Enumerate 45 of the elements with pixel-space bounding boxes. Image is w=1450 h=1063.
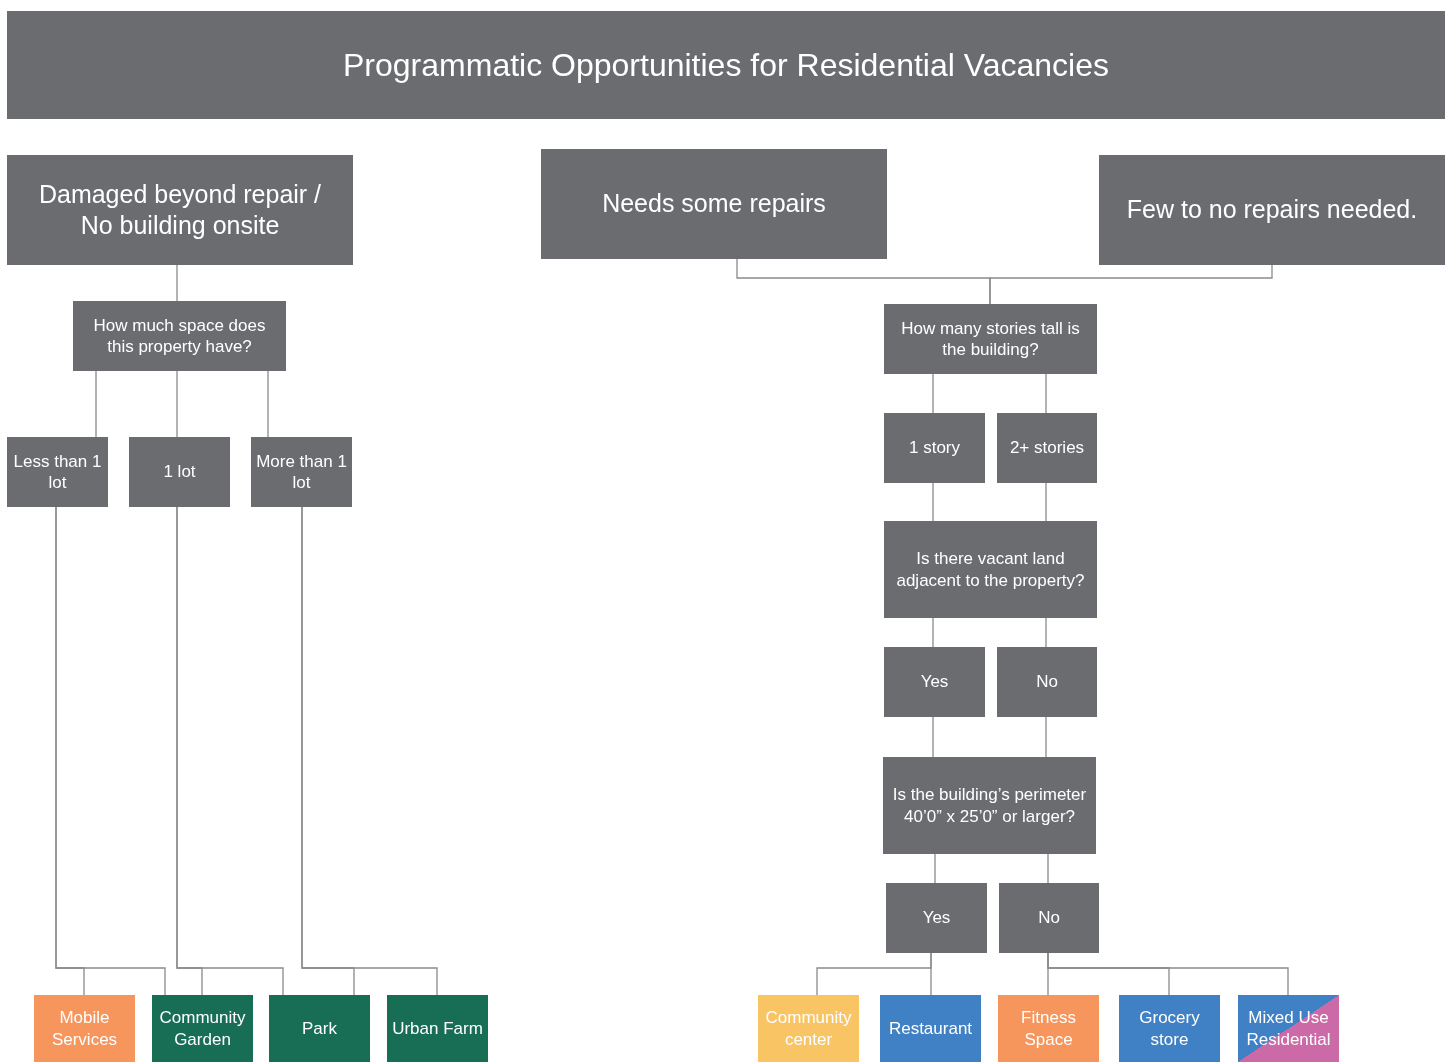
process-box: Yes — [884, 647, 985, 717]
process-box: How many stories tall is the building? — [884, 304, 1097, 374]
process-box: 2+ stories — [997, 413, 1097, 483]
process-box: 1 story — [884, 413, 985, 483]
connector-line — [55, 506, 166, 996]
connector-line — [932, 482, 934, 522]
process-box: Is the building’s perimeter 40’0” x 25’0” or larger? — [883, 757, 1096, 854]
process-box: 1 lot — [129, 437, 230, 507]
outcome-box: Urban Farm — [387, 995, 488, 1062]
process-box: How much space does this property have? — [73, 301, 286, 371]
connector-line — [1045, 716, 1047, 758]
connector-line — [301, 506, 438, 996]
process-box: No — [997, 647, 1097, 717]
connector-line — [1045, 373, 1047, 414]
outcome-box: Community center — [758, 995, 859, 1062]
title-banner: Programmatic Opportunities for Residential Vacancies — [7, 11, 1445, 119]
connector-line — [176, 264, 178, 302]
connector-line — [989, 264, 1273, 305]
connector-line — [1047, 952, 1289, 996]
connector-line — [932, 373, 934, 414]
connector-line — [1045, 482, 1047, 522]
process-box: No — [999, 883, 1099, 953]
process-box: Damaged beyond repair / No building onsite — [7, 155, 353, 265]
connector-line — [932, 617, 934, 648]
connector-line — [267, 370, 269, 438]
connector-line — [176, 506, 284, 996]
connector-line — [930, 952, 932, 996]
process-box: Needs some repairs — [541, 149, 887, 259]
connector-line — [1047, 853, 1049, 884]
outcome-box: Park — [269, 995, 370, 1062]
process-box: Less than 1 lot — [7, 437, 108, 507]
connector-line — [934, 853, 936, 884]
connector-line — [932, 716, 934, 758]
connector-line — [1045, 617, 1047, 648]
process-box: Is there vacant land adjacent to the property? — [884, 521, 1097, 618]
outcome-box: Community Garden — [152, 995, 253, 1062]
connector-line — [176, 370, 178, 438]
outcome-box: Fitness Space — [998, 995, 1099, 1062]
outcome-box: Mobile Services — [34, 995, 135, 1062]
process-box: Few to no repairs needed. — [1099, 155, 1445, 265]
connector-line — [95, 370, 97, 438]
outcome-box: Restaurant — [880, 995, 981, 1062]
process-box: More than 1 lot — [251, 437, 352, 507]
process-box: Yes — [886, 883, 987, 953]
outcome-box: Grocery store — [1119, 995, 1220, 1062]
